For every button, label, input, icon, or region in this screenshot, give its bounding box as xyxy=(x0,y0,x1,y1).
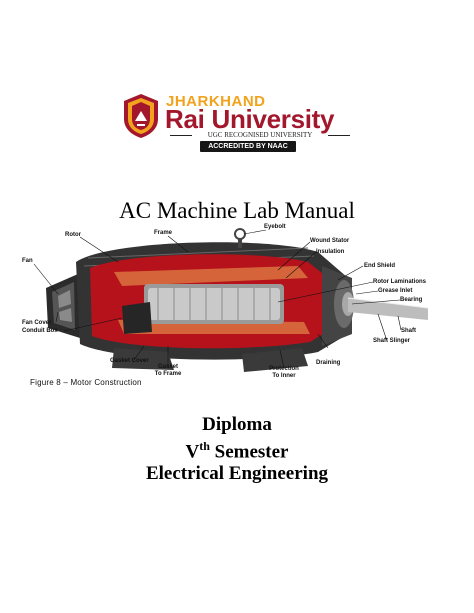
motor-cutaway-illustration xyxy=(33,228,429,372)
motor-construction-figure: Rotor Frame Eyebolt Wound Stator Insulat… xyxy=(18,222,458,390)
label-wound-stator: Wound Stator xyxy=(310,238,350,244)
logo-university-name: Rai University xyxy=(165,104,335,134)
label-bearing: Bearing xyxy=(400,297,423,303)
label-end-shield: End Shield xyxy=(364,263,396,269)
label-frame: Frame xyxy=(154,230,173,236)
semester-numeral: V xyxy=(185,441,200,463)
label-protection-line1: Protection xyxy=(269,366,299,372)
label-insulation: Insulation xyxy=(316,249,345,255)
document-title: AC Machine Lab Manual xyxy=(119,198,355,223)
label-draining: Draining xyxy=(316,360,341,366)
label-rotor-laminations: Rotor Laminations xyxy=(373,279,427,285)
label-fan: Fan xyxy=(22,258,33,264)
logo-tagline-row: UGC RECOGNISED UNIVERSITY xyxy=(170,131,350,140)
label-gasket-to-frame: Gasket To Frame xyxy=(146,364,190,378)
label-rotor: Rotor xyxy=(65,232,81,238)
label-gasket-cover: Gasket Cover xyxy=(110,358,149,364)
logo-state-name: JHARKHAND xyxy=(166,93,266,110)
label-eyebolt: Eyebolt xyxy=(264,224,286,230)
label-gasket-to-frame-line2: To Frame xyxy=(154,371,182,377)
label-shaft: Shaft xyxy=(401,328,416,334)
department-name: Electrical Engineering xyxy=(145,463,329,484)
label-protection-to-inner: Protection To Inner xyxy=(260,366,308,380)
naac-badge: ACCREDITED BY NAAC xyxy=(200,141,296,152)
university-logo: JHARKHAND Rai University UGC RECOGNISED … xyxy=(122,93,362,153)
label-protection-line2: To Inner xyxy=(272,373,296,379)
tagline-rule-left xyxy=(170,135,192,136)
logo-tagline: UGC RECOGNISED UNIVERSITY xyxy=(207,131,313,139)
label-grease-inlet: Grease Inlet xyxy=(378,288,413,294)
semester-ordinal-suffix: th xyxy=(199,439,210,453)
program-name: Diploma xyxy=(202,414,272,435)
label-conduit-box: Conduit Box xyxy=(22,328,58,334)
tagline-rule-right xyxy=(328,135,350,136)
semester-line: Vth Semester xyxy=(0,439,474,463)
label-gasket-to-frame-line1: Gasket xyxy=(157,364,178,370)
semester-word: Semester xyxy=(209,441,289,463)
university-crest-icon xyxy=(124,94,158,138)
label-fan-cover: Fan Cover xyxy=(22,320,52,326)
figure-caption: Figure 8 – Motor Construction xyxy=(30,378,142,387)
label-shaft-slinger: Shaft Slinger xyxy=(373,338,411,344)
